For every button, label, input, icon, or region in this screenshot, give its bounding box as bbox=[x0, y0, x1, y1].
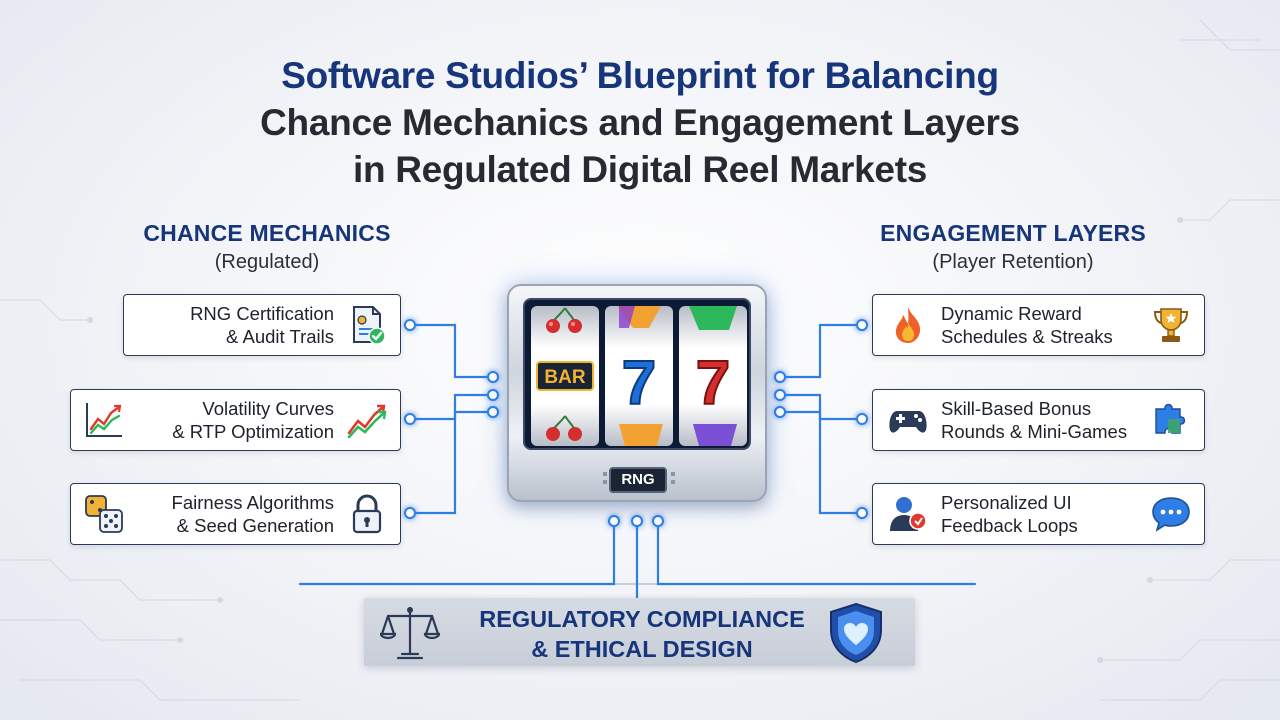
volatility-curves-card: Volatility Curves & RTP Optimization bbox=[70, 389, 401, 451]
gamepad-icon bbox=[885, 397, 931, 443]
reel-1: BAR bbox=[531, 306, 599, 446]
scale-icon bbox=[380, 606, 440, 660]
trend-chart-icon bbox=[81, 397, 127, 443]
card-line-1: Volatility Curves bbox=[202, 398, 334, 419]
chip-pin bbox=[603, 480, 607, 484]
puzzle-piece-icon bbox=[1148, 397, 1194, 443]
seven-symbol: 7 bbox=[696, 349, 730, 418]
card-line-2: & Seed Generation bbox=[176, 515, 334, 536]
shield-heart-icon bbox=[830, 602, 882, 664]
bar-symbol: BAR bbox=[544, 367, 585, 388]
connector-dot bbox=[487, 406, 499, 418]
volatility-curves-text: Volatility Curves & RTP Optimization bbox=[137, 397, 334, 443]
card-line-2: Schedules & Streaks bbox=[941, 326, 1113, 347]
card-line-1: Dynamic Reward bbox=[941, 303, 1082, 324]
compliance-text: REGULATORY COMPLIANCE & ETHICAL DESIGN bbox=[442, 604, 842, 664]
title-line-1: Software Studios’ Blueprint for Balancin… bbox=[281, 55, 999, 96]
padlock-icon bbox=[344, 491, 390, 537]
connector-dot bbox=[774, 389, 786, 401]
certificate-check-icon bbox=[344, 302, 390, 348]
card-line-2: Feedback Loops bbox=[941, 515, 1078, 536]
cherry-icon bbox=[546, 415, 582, 441]
right-subheading-text: (Player Retention) bbox=[932, 251, 1094, 273]
rng-certification-card: RNG Certification & Audit Trails bbox=[123, 294, 401, 356]
reel-3: 7 bbox=[679, 306, 747, 446]
fairness-algorithms-text: Fairness Algorithms & Seed Generation bbox=[137, 491, 334, 537]
card-line-2: & RTP Optimization bbox=[172, 421, 334, 442]
chance-mechanics-heading: CHANCE MECHANICS (Regulated) bbox=[87, 220, 447, 274]
reel-2: 7 bbox=[605, 306, 673, 446]
left-heading-text: CHANCE MECHANICS bbox=[143, 220, 391, 246]
rising-line-icon bbox=[344, 397, 390, 443]
chip-pin bbox=[671, 480, 675, 484]
slot-machine: BAR 7 7 RNG bbox=[507, 284, 767, 502]
connector-dot bbox=[487, 371, 499, 383]
skill-based-bonus-card: Skill-Based Bonus Rounds & Mini-Games bbox=[872, 389, 1205, 451]
seven-symbol: 7 bbox=[622, 349, 656, 418]
connector-dot bbox=[856, 319, 868, 331]
diagram-title: Software Studios’ Blueprint for Balancin… bbox=[0, 52, 1280, 193]
rng-chip: RNG bbox=[609, 467, 667, 493]
dynamic-reward-card: Dynamic Reward Schedules & Streaks bbox=[872, 294, 1205, 356]
cherry-icon bbox=[546, 307, 582, 333]
personalized-ui-text: Personalized UI Feedback Loops bbox=[941, 491, 1138, 537]
chat-bubble-icon bbox=[1148, 491, 1194, 537]
compliance-line-2: & ETHICAL DESIGN bbox=[531, 636, 753, 662]
connector-dot bbox=[487, 389, 499, 401]
connector-dot bbox=[631, 515, 643, 527]
connector-dot bbox=[404, 413, 416, 425]
title-line-2: Chance Mechanics and Engagement Layers bbox=[260, 102, 1020, 143]
card-line-1: RNG Certification bbox=[190, 303, 334, 324]
engagement-layers-heading: ENGAGEMENT LAYERS (Player Retention) bbox=[833, 220, 1193, 274]
personalized-ui-card: Personalized UI Feedback Loops bbox=[872, 483, 1205, 545]
dynamic-reward-text: Dynamic Reward Schedules & Streaks bbox=[941, 302, 1138, 348]
connector-dot bbox=[404, 319, 416, 331]
chip-pin bbox=[671, 472, 675, 476]
compliance-line-1: REGULATORY COMPLIANCE bbox=[479, 606, 805, 632]
card-line-2: Rounds & Mini-Games bbox=[941, 421, 1128, 442]
card-line-1: Personalized UI bbox=[941, 492, 1072, 513]
connector-dot bbox=[856, 507, 868, 519]
card-line-1: Skill-Based Bonus bbox=[941, 398, 1092, 419]
user-profile-icon bbox=[885, 491, 931, 537]
card-line-1: Fairness Algorithms bbox=[171, 492, 334, 513]
fairness-algorithms-card: Fairness Algorithms & Seed Generation bbox=[70, 483, 401, 545]
chip-pin bbox=[603, 472, 607, 476]
connector-dot bbox=[774, 406, 786, 418]
trophy-icon bbox=[1148, 302, 1194, 348]
connector-dot bbox=[652, 515, 664, 527]
connector-dot bbox=[856, 413, 868, 425]
left-subheading-text: (Regulated) bbox=[214, 251, 320, 273]
right-heading-text: ENGAGEMENT LAYERS bbox=[880, 220, 1146, 246]
reel-window: BAR 7 7 bbox=[523, 298, 751, 450]
title-line-3: in Regulated Digital Reel Markets bbox=[352, 149, 928, 190]
skill-based-bonus-text: Skill-Based Bonus Rounds & Mini-Games bbox=[941, 397, 1138, 443]
connector-dot bbox=[774, 371, 786, 383]
dice-icon bbox=[81, 491, 127, 537]
connector-dot bbox=[608, 515, 620, 527]
rng-certification-text: RNG Certification & Audit Trails bbox=[146, 302, 334, 348]
connector-dot bbox=[404, 507, 416, 519]
flame-icon bbox=[885, 302, 931, 348]
card-line-2: & Audit Trails bbox=[226, 326, 334, 347]
regulatory-compliance-banner: REGULATORY COMPLIANCE & ETHICAL DESIGN bbox=[364, 598, 915, 666]
